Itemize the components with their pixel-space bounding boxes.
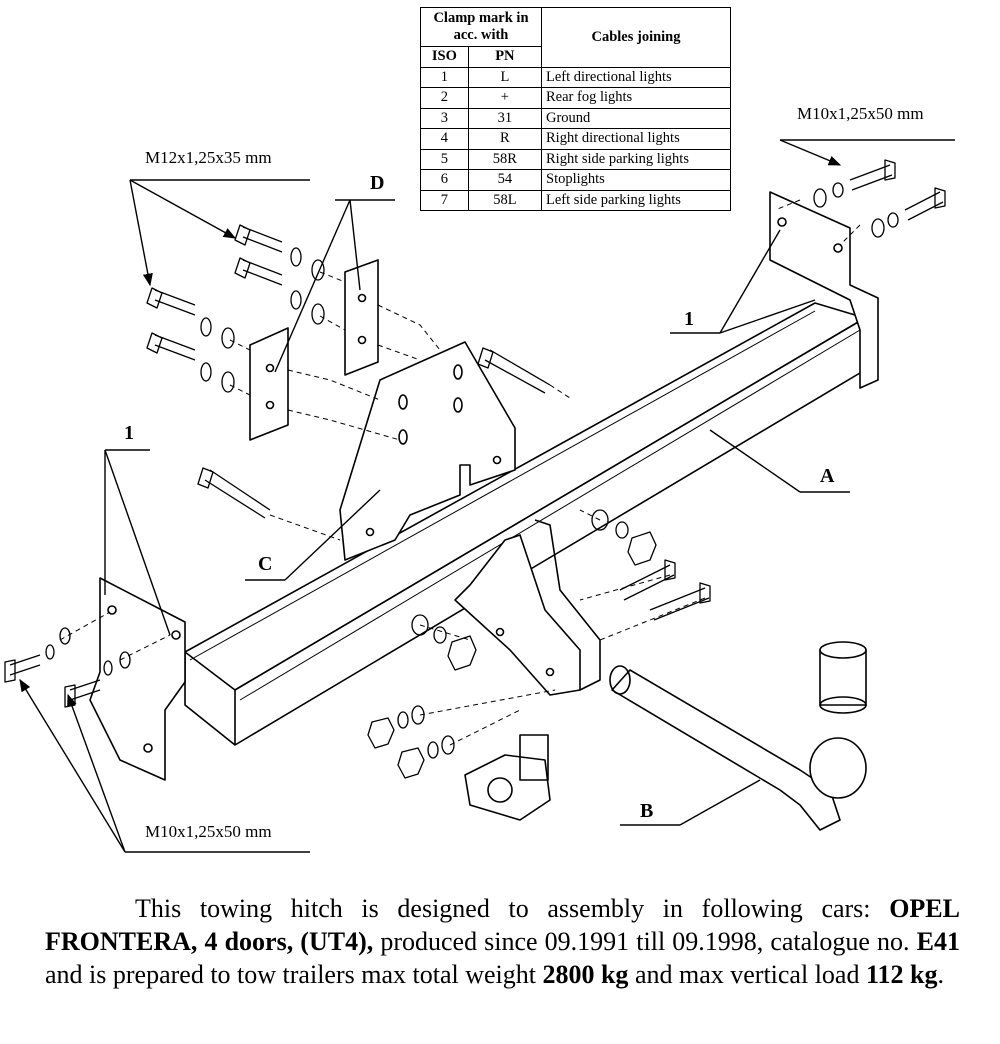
part-label-1-right: 1 xyxy=(684,308,694,330)
left-side-bracket xyxy=(89,577,186,781)
table-header-pn: PN xyxy=(467,46,543,68)
table-header-clamp: Clamp mark in acc. with xyxy=(420,7,542,47)
description-text: This towing hitch is designed to assembl… xyxy=(45,894,960,989)
assembly-lines xyxy=(59,199,861,746)
spacer-plates-d xyxy=(249,259,379,441)
crossbar-a xyxy=(184,302,866,746)
max-weight: 2800 kg xyxy=(542,960,629,989)
table-header-iso: ISO xyxy=(420,46,469,68)
leaders xyxy=(19,139,955,853)
part-label-a: A xyxy=(820,465,835,487)
bolts xyxy=(4,159,946,708)
bolt-spec-m12: M12x1,25x35 mm xyxy=(145,148,272,167)
bolt-spec-m10-top: M10x1,25x50 mm xyxy=(797,104,924,123)
max-vertical-load: 112 kg xyxy=(865,960,938,989)
socket-plate xyxy=(464,734,551,821)
right-side-bracket xyxy=(769,191,879,389)
part-label-b: B xyxy=(640,800,654,822)
towbar-assembly-diagram xyxy=(4,139,955,853)
tow-ball-arm-b xyxy=(609,641,867,831)
ballmount-bracket xyxy=(454,519,601,696)
part-label-1-left: 1 xyxy=(124,422,134,444)
bolt-spec-m10-bottom: M10x1,25x50 mm xyxy=(145,822,272,841)
catalog-number: E41 xyxy=(916,927,960,956)
washers-nuts xyxy=(45,182,899,779)
table-row: 2+Rear fog lights xyxy=(420,87,731,109)
part-label-c: C xyxy=(258,553,273,575)
part-label-d: D xyxy=(370,172,385,194)
wiring-table: Clamp mark in acc. with Cables joining I… xyxy=(420,7,731,211)
table-header-cables: Cables joining xyxy=(541,7,731,68)
car-model: OPEL FRONTERA, 4 doors, (UT4), xyxy=(45,894,960,956)
mounting-plate-c xyxy=(339,341,516,561)
